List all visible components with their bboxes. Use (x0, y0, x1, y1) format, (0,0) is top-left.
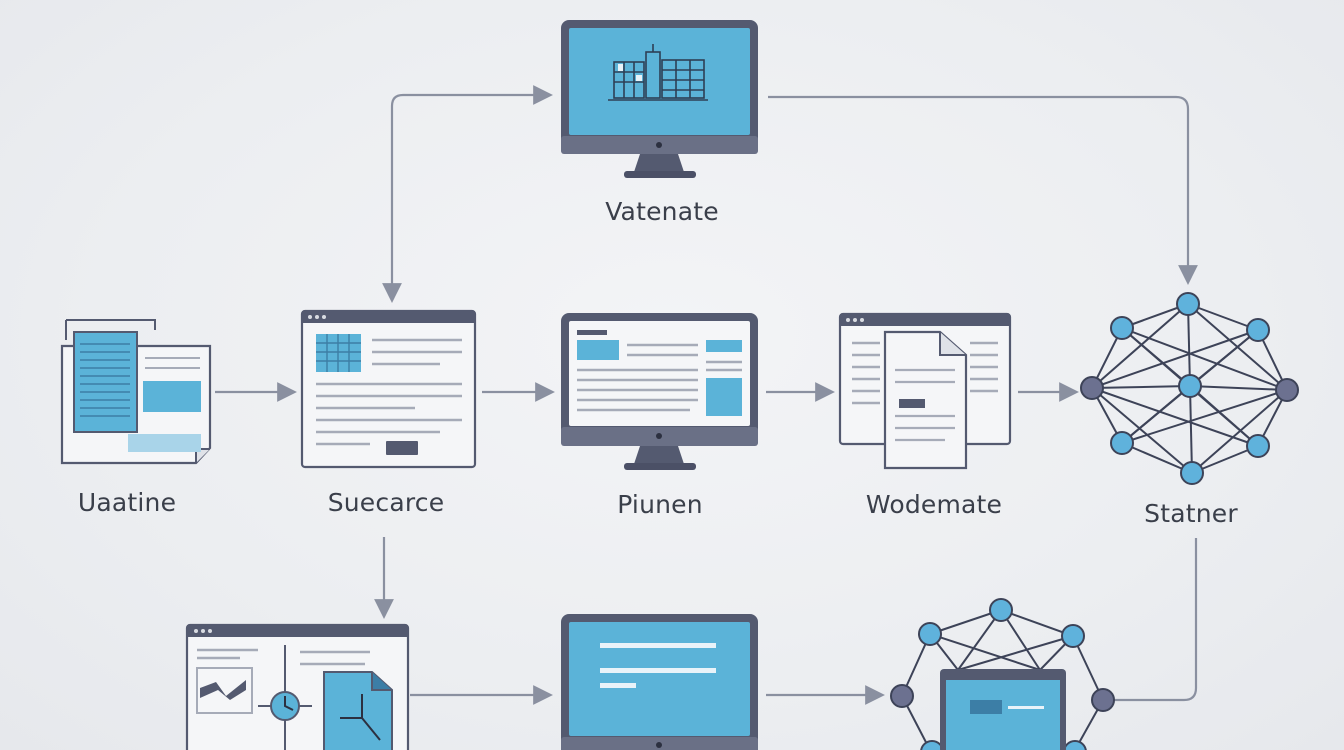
label-statner: Statner (1144, 499, 1238, 528)
label-piunen: Piunen (617, 490, 703, 519)
network-icon (1080, 292, 1299, 485)
label-uaatine: Uaatine (77, 488, 177, 517)
document-icon (838, 312, 1012, 470)
monitor-icon (561, 20, 758, 178)
browser-window-icon (185, 623, 410, 750)
connector-arrows (215, 85, 1198, 705)
document-icon (60, 319, 212, 465)
network-icon (890, 598, 1115, 750)
monitor-icon (561, 614, 758, 750)
laptop-icon (940, 669, 1066, 750)
arrow-vatenate-statner (768, 95, 1198, 285)
label-vatenate: Vatenate (605, 197, 719, 226)
monitor-icon (561, 313, 758, 470)
label-suecarce: Suecarce (327, 488, 445, 517)
arrow-statner-bottom (1112, 538, 1198, 702)
label-wodemate: Wodemate (865, 490, 1003, 519)
browser-window-icon (300, 309, 477, 469)
arrow-suecarce-vatenate (382, 85, 553, 303)
